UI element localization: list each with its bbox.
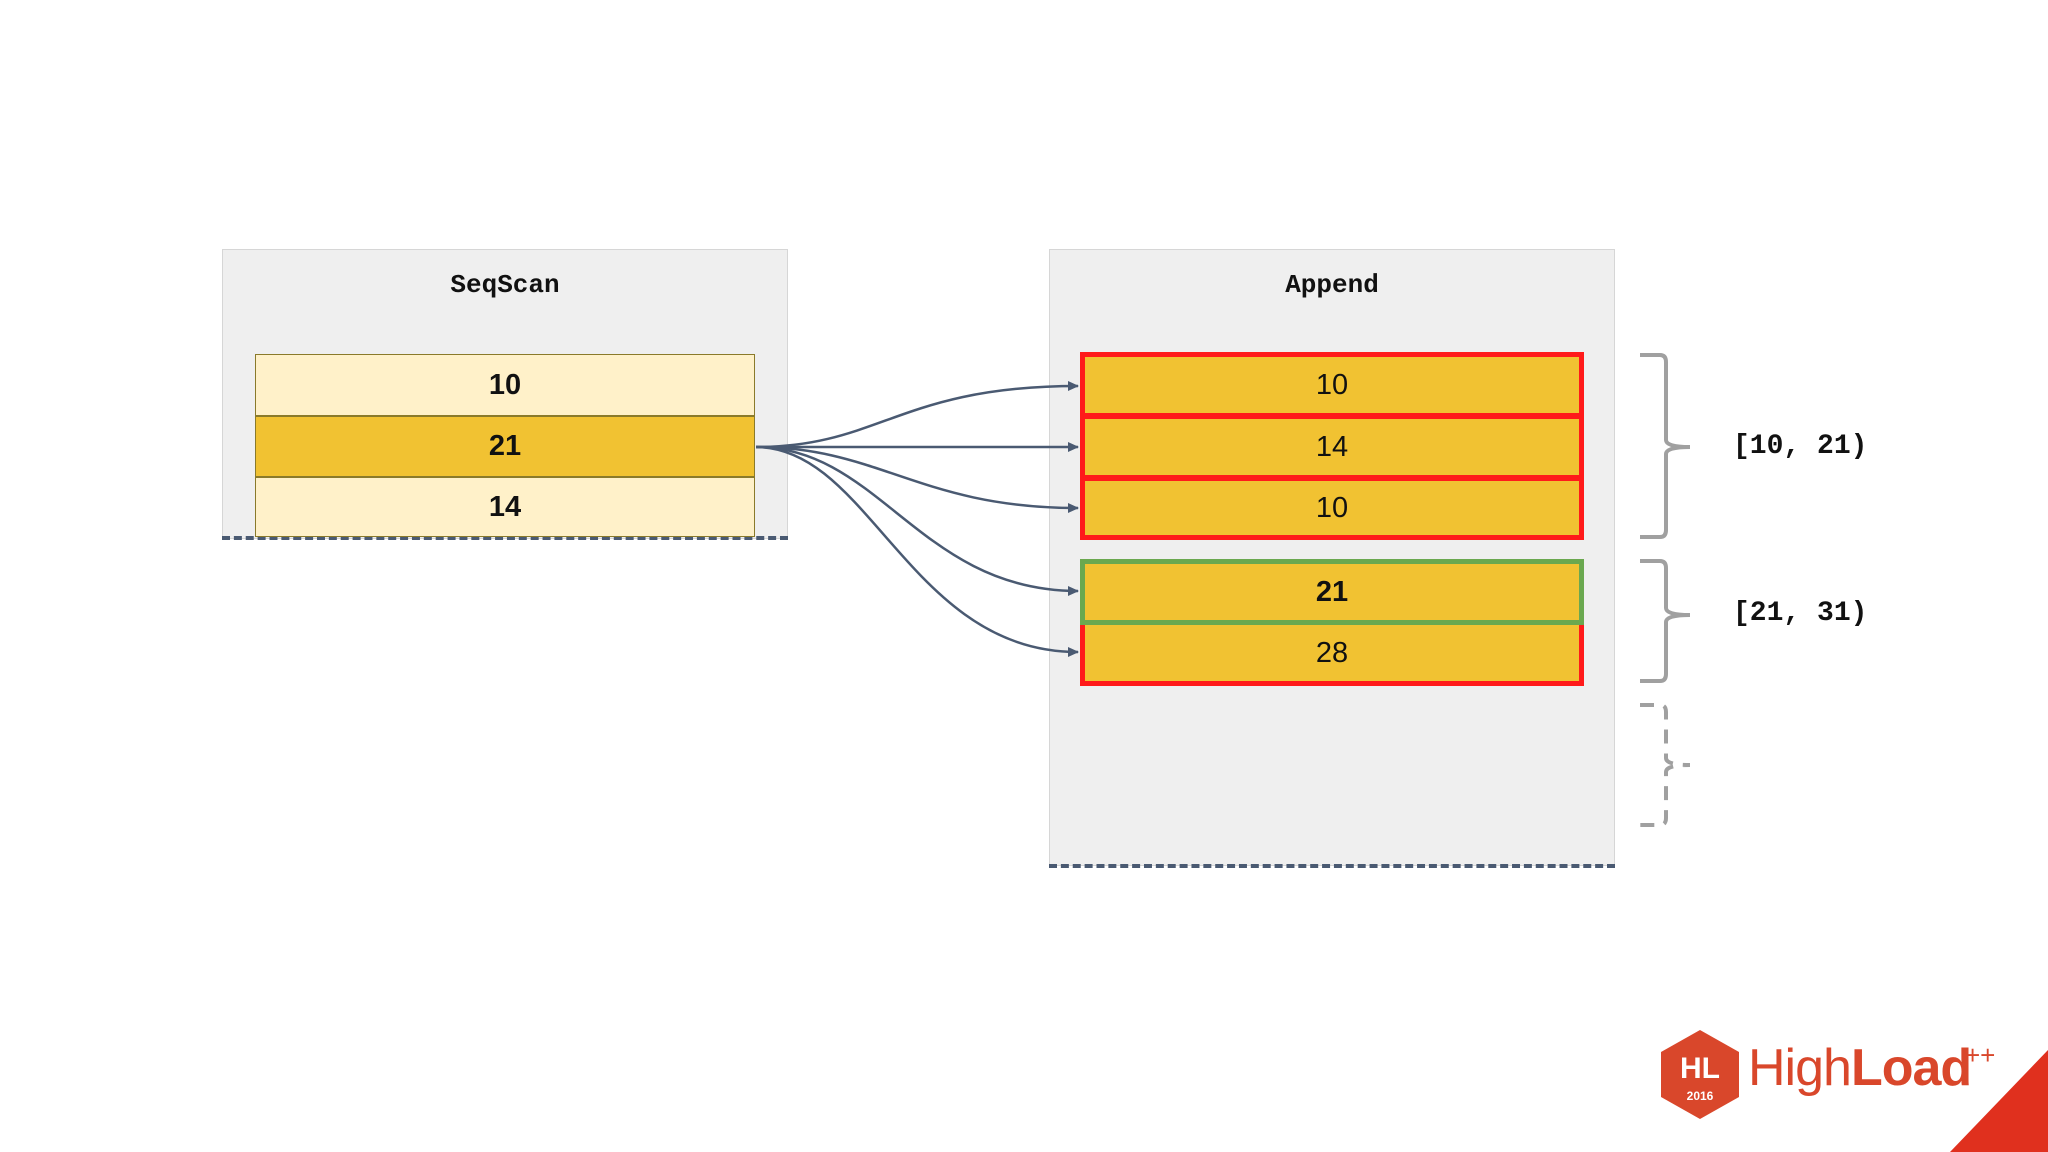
arrow-to-row-3 [755, 445, 1079, 513]
range-brace-2 [1640, 559, 1691, 683]
append-title: Append [1285, 270, 1379, 300]
seqscan-row: 14 [255, 477, 755, 537]
seqscan-dashed-bottom [222, 536, 788, 540]
arrow-to-row-4 [755, 445, 1079, 596]
range-label: [10, 21) [1733, 431, 1868, 462]
logo-wordmark-bold: Load [1850, 1039, 1972, 1097]
logo-superscript: ++ [1965, 1040, 1996, 1070]
append-row: 14 [1080, 414, 1584, 480]
append-dashed-bottom [1049, 864, 1615, 868]
seqscan-row-current: 21 [255, 416, 755, 477]
seqscan-row: 10 [255, 354, 755, 416]
range-brace-3-placeholder [1640, 703, 1691, 827]
arrow-to-row-1 [755, 381, 1079, 449]
logo-badge-text: HL [1680, 1052, 1720, 1085]
logo-year: 2016 [1686, 1089, 1714, 1103]
seqscan-title: SeqScan [450, 270, 560, 300]
range-brace-1 [1640, 353, 1691, 539]
arrow-to-row-5 [755, 445, 1079, 657]
logo-wordmark-light: High [1748, 1039, 1852, 1097]
logo-wordmark: HighLoad [1748, 1038, 1972, 1098]
range-label: [21, 31) [1733, 598, 1868, 629]
append-panel: Append [1049, 249, 1615, 866]
append-row: 10 [1080, 476, 1584, 540]
append-row: 28 [1080, 620, 1584, 686]
append-row-match: 21 [1080, 559, 1584, 625]
